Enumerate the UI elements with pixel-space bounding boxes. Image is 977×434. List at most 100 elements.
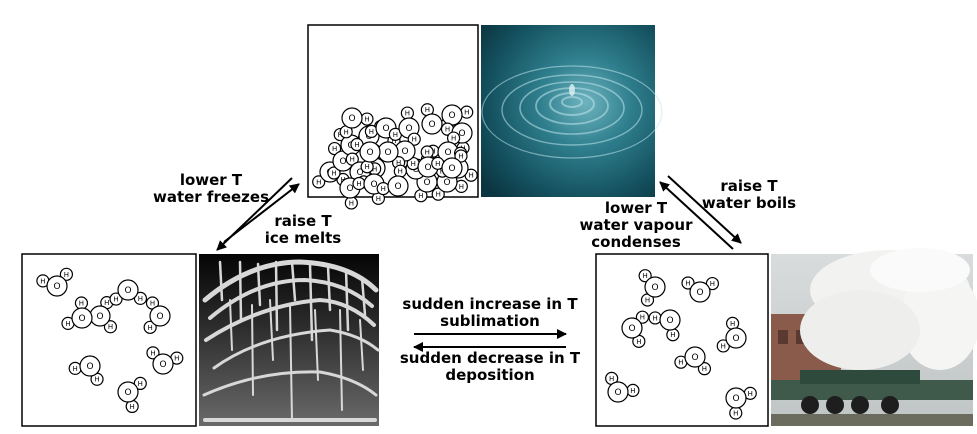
svg-text:H: H (393, 131, 398, 139)
freeze-label-line2: water freezes (152, 188, 270, 206)
svg-text:H: H (79, 299, 84, 307)
sublimation-label: sudden increase in T sublimation (380, 296, 600, 330)
freeze-label-line1: lower T (179, 171, 243, 189)
svg-text:H: H (653, 314, 658, 322)
deposition-label-line1: sudden decrease in T (399, 349, 581, 367)
svg-text:H: H (372, 165, 377, 173)
melt-label-line1: raise T (274, 212, 332, 230)
svg-text:H: H (138, 295, 143, 303)
svg-text:H: H (425, 148, 430, 156)
svg-text:H: H (464, 109, 469, 117)
svg-text:H: H (609, 375, 614, 383)
svg-text:O: O (424, 163, 431, 173)
svg-text:H: H (670, 331, 675, 339)
svg-text:O: O (124, 286, 131, 296)
svg-text:H: H (405, 110, 410, 118)
svg-text:H: H (64, 271, 69, 279)
svg-text:O: O (346, 184, 353, 194)
svg-text:O: O (732, 334, 739, 344)
svg-text:O: O (366, 148, 373, 158)
water-molecule: HHO (431, 149, 468, 179)
svg-text:O: O (628, 324, 635, 334)
condense-label-line3: condenses (591, 233, 681, 251)
svg-text:H: H (150, 299, 155, 307)
water-molecule: H HO (61, 296, 93, 330)
svg-text:H: H (469, 172, 474, 180)
water-molecule: H HO (109, 279, 148, 306)
svg-text:O: O (666, 316, 673, 326)
water-molecule: HHO (376, 164, 409, 197)
water-molecule: HHO (716, 316, 747, 353)
svg-text:O: O (448, 164, 455, 174)
svg-text:O: O (124, 388, 131, 398)
svg-text:O: O (53, 282, 60, 292)
water-ripple-photo (481, 25, 663, 197)
svg-text:H: H (40, 277, 45, 285)
water-molecule: HHO (605, 371, 640, 403)
water-molecule: HHO (339, 107, 374, 139)
svg-text:O: O (370, 180, 377, 190)
svg-text:O: O (78, 314, 85, 324)
svg-text:O: O (156, 312, 163, 322)
water-molecule: HHO (394, 132, 421, 171)
svg-text:H: H (411, 160, 416, 168)
boil-label-line2: water boils (701, 194, 797, 212)
svg-text:O: O (651, 283, 658, 293)
sublimation-label-line2: sublimation (440, 312, 540, 330)
svg-text:H: H (344, 128, 349, 136)
water-molecule: HHO (638, 269, 666, 307)
water-molecule: HHO (350, 137, 381, 174)
svg-text:H: H (365, 163, 370, 171)
svg-text:O: O (412, 165, 419, 175)
svg-text:H: H (459, 183, 464, 191)
svg-text:H: H (350, 156, 355, 164)
boil-label: raise T water boils (694, 178, 804, 212)
svg-text:H: H (391, 137, 396, 145)
svg-text:H: H (94, 376, 99, 384)
svg-text:O: O (428, 120, 435, 130)
svg-text:H: H (435, 160, 440, 168)
condense-arrow (659, 181, 734, 250)
svg-text:H: H (451, 135, 456, 143)
water-molecule: HHO (388, 106, 420, 141)
svg-text:H: H (148, 324, 153, 332)
water-molecule: HHO (725, 386, 757, 420)
svg-text:H: H (376, 195, 381, 203)
svg-text:H: H (73, 365, 78, 373)
svg-text:O: O (696, 288, 703, 298)
svg-text:H: H (331, 169, 336, 177)
svg-text:H: H (332, 145, 337, 153)
svg-text:H: H (174, 355, 179, 363)
svg-text:O: O (348, 114, 355, 124)
svg-text:H: H (349, 199, 354, 207)
liquid-molecule-box: HHOHHOHHOHHOHHOHHOHHOHHOHHOHHOHHOHHOHHOH… (307, 24, 479, 210)
svg-text:H: H (398, 168, 403, 176)
svg-text:H: H (645, 296, 650, 304)
water-molecule: H HO (143, 296, 171, 334)
svg-text:O: O (382, 124, 389, 134)
svg-text:H: H (113, 296, 118, 304)
svg-text:H: H (396, 159, 401, 167)
melt-label-line2: ice melts (264, 229, 342, 247)
svg-text:O: O (356, 168, 363, 178)
boil-label-line1: raise T (720, 177, 778, 195)
svg-text:H: H (412, 136, 417, 144)
svg-text:H: H (65, 320, 70, 328)
svg-text:H: H (748, 390, 753, 398)
water-molecule: HHO (146, 346, 184, 375)
svg-text:H: H (721, 342, 726, 350)
svg-text:H: H (108, 323, 113, 331)
svg-text:H: H (640, 314, 645, 322)
svg-text:H: H (702, 365, 707, 373)
svg-text:H: H (369, 128, 374, 136)
svg-text:H: H (630, 387, 635, 395)
svg-text:O: O (159, 360, 166, 370)
icicles-photo (199, 254, 380, 426)
svg-text:H: H (338, 131, 343, 139)
